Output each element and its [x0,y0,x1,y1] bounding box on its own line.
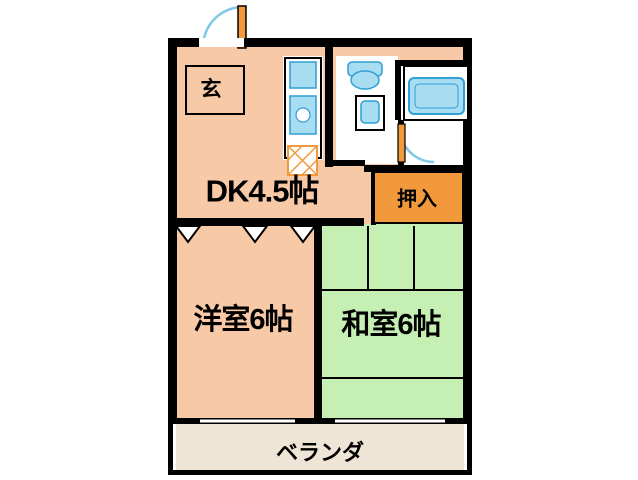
room-label-veranda: ベランダ [275,440,365,465]
toilet-bowl [350,70,380,90]
room-label-western-room: 洋室6帖 [193,304,293,336]
wall-kitchen-right [325,47,333,167]
wall-wc-bath [395,60,401,120]
entrance-door-panel [237,5,247,49]
stove-burner [295,107,311,123]
tatami-lines [322,226,463,379]
wall-dk-bottom [168,218,364,226]
entrance-door-jamb-right [244,38,247,47]
wall-bath-top [398,60,472,66]
bathtub-inner [414,83,459,109]
wall-room-divider [314,218,322,420]
door-marker-3 [289,225,317,244]
closet-box [373,171,464,224]
door-marker-2 [241,225,269,244]
bathroom-door-panel [397,123,406,163]
wall-right [463,38,472,423]
wall-top [168,38,472,47]
kitchen-group [284,57,322,159]
dk-hatch-marker [287,145,318,176]
veranda-fill [176,422,464,474]
wall-veranda-top [168,418,472,424]
door-marker-1 [174,225,202,244]
western-room-fill [176,224,317,418]
entrance-group [185,5,247,115]
room-label-japanese-room: 和室6帖 [341,309,441,341]
wall-wc-bottom [333,160,365,166]
entrance-tile-fill [186,66,244,114]
closet-group [373,171,464,224]
entrance-tile [185,65,245,115]
room-label-dk: DK4.5帖 [205,173,320,209]
bath-group [397,65,469,164]
wc-group [347,61,385,131]
wall-veranda-right [467,422,472,474]
wall-bottom [168,470,472,475]
washstand-basin [360,100,380,124]
entrance-door-jamb-left [196,38,199,47]
entrance-door-opening [198,38,246,47]
hatch-lines [287,145,318,176]
wall-closet-top [364,165,472,172]
wall-veranda-left [168,422,173,474]
wall-left [168,38,177,423]
outer-walls [168,38,472,475]
room-label-entrance: 玄 [200,78,222,101]
doorway-markers [174,225,317,244]
room-label-closet: 押入 [397,188,437,211]
japanese-room-fill [317,224,463,418]
kitchen-sink-basin [289,61,317,89]
